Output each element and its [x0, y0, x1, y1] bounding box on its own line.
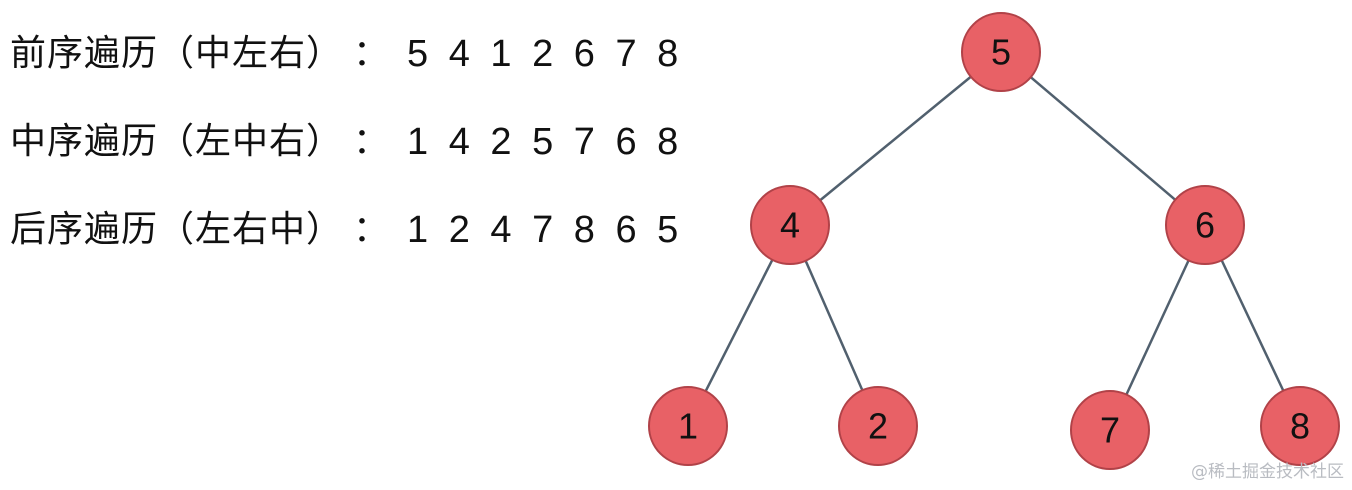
node-circle — [648, 386, 728, 466]
node-label: 7 — [1100, 410, 1120, 451]
traversal-colon: ： — [353, 33, 390, 74]
traversal-label: 前序遍历（中左右） — [10, 33, 344, 74]
edge-5-4 — [819, 75, 972, 202]
tree-edges — [704, 75, 1285, 396]
edge-4-1 — [704, 259, 774, 392]
node-circle — [961, 12, 1041, 92]
traversal-colon: ： — [353, 209, 390, 250]
traversal-label: 中序遍历（左中右） — [10, 121, 344, 162]
traversal-preorder: 前序遍历（中左右） ： 5 4 1 2 6 7 8 — [10, 22, 680, 86]
traversal-colon: ： — [353, 121, 390, 162]
node-label: 6 — [1195, 205, 1215, 246]
node-label: 4 — [780, 205, 800, 246]
node-label: 2 — [868, 406, 888, 447]
traversal-sequence: 1 2 4 7 8 6 5 — [407, 209, 681, 251]
node-label: 5 — [991, 32, 1011, 73]
tree-node-7: 7 — [1070, 390, 1150, 470]
node-circle — [1165, 185, 1245, 265]
node-label: 8 — [1290, 406, 1310, 447]
node-label: 1 — [678, 406, 698, 447]
edge-4-2 — [804, 260, 864, 391]
tree-node-2: 2 — [838, 386, 918, 466]
tree-nodes: 5 4 6 1 2 7 8 — [648, 12, 1340, 470]
node-circle — [838, 386, 918, 466]
traversal-label: 后序遍历（左右中） — [10, 209, 344, 250]
traversal-postorder: 后序遍历（左右中） ： 1 2 4 7 8 6 5 — [10, 198, 680, 262]
node-circle — [750, 185, 830, 265]
traversal-list: 前序遍历（中左右） ： 5 4 1 2 6 7 8 中序遍历（左中右） ： 1 … — [10, 22, 680, 286]
traversal-sequence: 5 4 1 2 6 7 8 — [407, 33, 681, 75]
node-circle — [1070, 390, 1150, 470]
traversal-inorder: 中序遍历（左中右） ： 1 4 2 5 7 6 8 — [10, 110, 680, 174]
traversal-sequence: 1 4 2 5 7 6 8 — [407, 121, 681, 163]
tree-node-1: 1 — [648, 386, 728, 466]
tree-node-5: 5 — [961, 12, 1041, 92]
edge-6-7 — [1125, 259, 1190, 396]
tree-node-6: 6 — [1165, 185, 1245, 265]
edge-5-6 — [1029, 76, 1177, 201]
node-circle — [1260, 386, 1340, 466]
tree-node-4: 4 — [750, 185, 830, 265]
tree-node-8: 8 — [1260, 386, 1340, 466]
edge-6-8 — [1220, 259, 1285, 392]
watermark: @稀土掘金技术社区 — [1191, 462, 1344, 482]
